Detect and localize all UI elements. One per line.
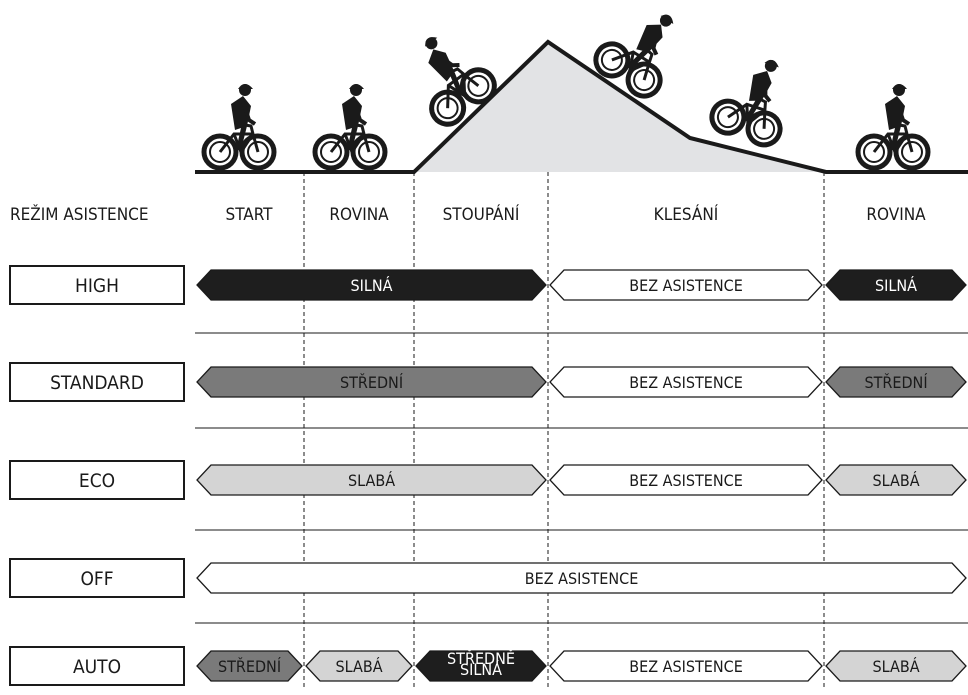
- assist-segment: BEZ ASISTENCE: [196, 562, 967, 594]
- mode-box: [9, 460, 185, 500]
- column-header: ROVINA: [866, 205, 926, 225]
- assist-segment-shape: [196, 464, 547, 496]
- column-header: ROVINA: [329, 205, 389, 225]
- assist-segment: SILNÁ: [196, 269, 547, 301]
- terrain-line: [195, 39, 968, 174]
- assist-segment-label: SLABÁ: [872, 657, 919, 676]
- mode-row: HIGH SILNÁ BEZ ASISTENCE SILNÁ: [9, 265, 967, 305]
- mode-label: STANDARD: [50, 372, 144, 394]
- assist-segment: BEZ ASISTENCE: [549, 366, 823, 398]
- mode-label: ECO: [79, 470, 115, 492]
- assist-segment-label: BEZ ASISTENCE: [525, 569, 639, 588]
- mode-box: [9, 558, 185, 598]
- assist-segment-shape: [196, 562, 967, 594]
- assist-segment: SLABÁ: [305, 650, 413, 682]
- cyclist-icon: [708, 48, 801, 150]
- mode-rows: HIGH SILNÁ BEZ ASISTENCE SILNÁ STANDARD STŘED…: [9, 265, 967, 686]
- assist-segment-label: STŘEDNÍ: [340, 373, 403, 392]
- assist-segment-shape: [549, 464, 823, 496]
- assist-segment: SILNÁ: [825, 269, 967, 301]
- mode-label: OFF: [80, 568, 113, 590]
- assist-segment-label: BEZ ASISTENCE: [629, 657, 743, 676]
- assist-segment-shape: [196, 366, 547, 398]
- mode-label: AUTO: [73, 656, 121, 678]
- mode-row: STANDARD STŘEDNÍ BEZ ASISTENCE STŘEDNÍ: [9, 362, 967, 402]
- assist-segment-shape: [415, 650, 547, 682]
- assist-segment: STŘEDNÍ: [825, 366, 967, 398]
- assist-segment-label: SLABÁ: [335, 657, 382, 676]
- assist-segment: STŘEDNÍ: [196, 366, 547, 398]
- assist-segment: BEZ ASISTENCE: [549, 464, 823, 496]
- assist-segment-shape: [549, 650, 823, 682]
- assist-segment-shape: [825, 269, 967, 301]
- assist-segment-label: SILNÁ: [350, 276, 392, 295]
- column-header: STOUPÁNÍ: [443, 203, 520, 225]
- row-label-header: REŽIM ASISTENCE: [10, 203, 149, 225]
- mode-label: HIGH: [75, 275, 119, 297]
- assist-segment-shape: [825, 650, 967, 682]
- assist-segment-label: BEZ ASISTENCE: [629, 471, 743, 490]
- assist-segment: BEZ ASISTENCE: [549, 650, 823, 682]
- column-header: KLESÁNÍ: [654, 203, 719, 225]
- mode-row: ECO SLABÁ BEZ ASISTENCE SLABÁ: [9, 460, 967, 500]
- assist-segment-label: STŘEDNÍ: [218, 657, 281, 676]
- cyclist-icon: [204, 84, 274, 168]
- mode-box: [9, 265, 185, 305]
- mode-box: [9, 362, 185, 402]
- mode-row: OFF BEZ ASISTENCE: [9, 558, 967, 598]
- assist-segment-shape: [549, 269, 823, 301]
- column-dividers: [303, 172, 825, 690]
- assist-segment-shape: [196, 650, 303, 682]
- assist-segment-label: STŘEDNÍ: [864, 373, 927, 392]
- assist-segment-label: BEZ ASISTENCE: [629, 373, 743, 392]
- mode-box: [9, 646, 185, 686]
- row-separators: [195, 332, 968, 624]
- assist-segment: BEZ ASISTENCE: [549, 269, 823, 301]
- assist-segment: SLABÁ: [196, 464, 547, 496]
- assist-segment-shape: [825, 464, 967, 496]
- column-header: START: [226, 205, 274, 225]
- cyclist-icon: [315, 84, 385, 168]
- assist-segment-label: SLABÁ: [348, 471, 395, 490]
- assist-segment-shape: [825, 366, 967, 398]
- assist-segment: SLABÁ: [825, 464, 967, 496]
- assist-segment-shape: [549, 366, 823, 398]
- assist-segment-label: SLABÁ: [872, 471, 919, 490]
- assist-segment-shape: [196, 269, 547, 301]
- cyclist-icon: [858, 84, 928, 168]
- assist-segment-shape: [305, 650, 413, 682]
- assist-segment-label: SILNÁ: [875, 276, 917, 295]
- assist-segment-label: BEZ ASISTENCE: [629, 276, 743, 295]
- assist-segment: STŘEDNÍ: [196, 650, 303, 682]
- assist-segment: SLABÁ: [825, 650, 967, 682]
